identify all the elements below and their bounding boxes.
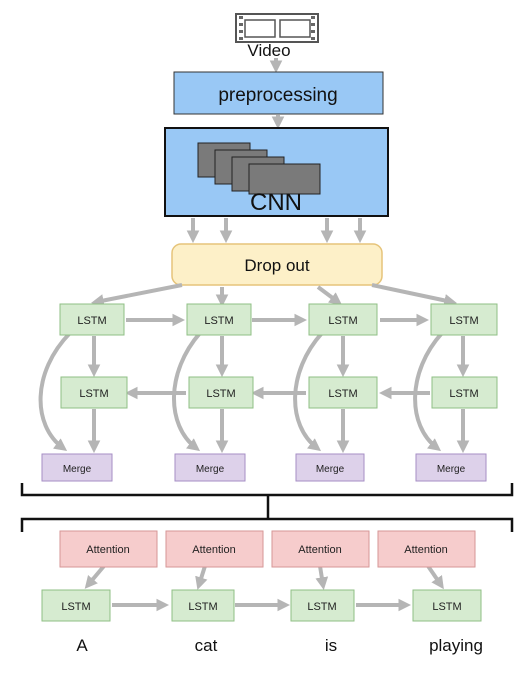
video-icon [235, 13, 319, 43]
decoder-lstm-label: LSTM [307, 601, 336, 613]
encoder-backward-lstm-label: LSTM [79, 388, 108, 400]
decoder-lstm-box [290, 589, 355, 622]
decoder-lstm-box [412, 589, 482, 622]
encoder-forward-lstm-box [186, 303, 252, 336]
merge-box [41, 453, 113, 482]
encoder-forward-lstm-label: LSTM [449, 315, 478, 327]
encoder-backward-lstm-label: LSTM [206, 388, 235, 400]
merge-label: Merge [316, 464, 345, 475]
decoder-lstm-label: LSTM [432, 601, 461, 613]
merge-box [174, 453, 246, 482]
attention-box [377, 530, 476, 568]
decoder-lstm-row: LSTM LSTM LSTM LSTM [41, 589, 482, 622]
encoder-backward-lstm-label: LSTM [328, 388, 357, 400]
encoder-backward-lstm-box [308, 376, 378, 409]
attention-label: Attention [298, 544, 341, 556]
caption-word: cat [195, 636, 218, 655]
arrows-cnn-dropout [186, 218, 367, 244]
encoder-forward-row: LSTM LSTM LSTM LSTM [59, 303, 498, 336]
merge-label: Merge [196, 464, 225, 475]
encoder-backward-row: LSTM LSTM LSTM LSTM [60, 376, 498, 409]
attention-box [271, 530, 370, 568]
encoder-backward-lstm-box [188, 376, 254, 409]
output-caption: A cat is playing [76, 636, 483, 655]
caption-word: playing [429, 636, 483, 655]
merge-box [415, 453, 487, 482]
attention-label: Attention [192, 544, 235, 556]
arrows-dropout-lstm [90, 283, 458, 308]
encoder-backward-lstm-box [60, 376, 128, 409]
dropout-label: Drop out [244, 256, 309, 275]
merge-label: Merge [437, 464, 466, 475]
bracket-merge-to-attention [20, 483, 514, 532]
decoder-lstm-label: LSTM [61, 601, 90, 613]
preprocessing-label: preprocessing [218, 85, 337, 106]
feature-maps-icon [197, 142, 321, 195]
encoder-forward-lstm-label: LSTM [204, 315, 233, 327]
encoder-forward-lstm-label: LSTM [77, 315, 106, 327]
encoder-backward-lstm-box [431, 376, 498, 409]
encoder-forward-lstm-box [308, 303, 378, 336]
attention-label: Attention [404, 544, 447, 556]
decoder-connections [84, 564, 444, 612]
video-label: Video [247, 41, 290, 60]
merge-label: Merge [63, 464, 92, 475]
decoder-attention-row: Attention Attention Attention Attention [59, 530, 476, 568]
decoder-lstm-box [171, 589, 235, 622]
encoder-backward-lstm-label: LSTM [449, 388, 478, 400]
cnn-label: CNN [250, 189, 302, 216]
encoder-forward-lstm-box [59, 303, 125, 336]
caption-word: A [76, 636, 88, 655]
preprocessing-box [173, 71, 384, 115]
caption-word: is [325, 636, 337, 655]
attention-label: Attention [86, 544, 129, 556]
attention-box [165, 530, 264, 568]
decoder-lstm-box [41, 589, 111, 622]
merge-box [295, 453, 365, 482]
attention-box [59, 530, 158, 568]
decoder-lstm-label: LSTM [188, 601, 217, 613]
encoder-forward-lstm-box [430, 303, 498, 336]
encoder-forward-lstm-label: LSTM [328, 315, 357, 327]
encoder-connections [38, 313, 470, 454]
encoder-merge-row: Merge Merge Merge Merge [41, 453, 487, 482]
dropout-box [171, 243, 383, 286]
